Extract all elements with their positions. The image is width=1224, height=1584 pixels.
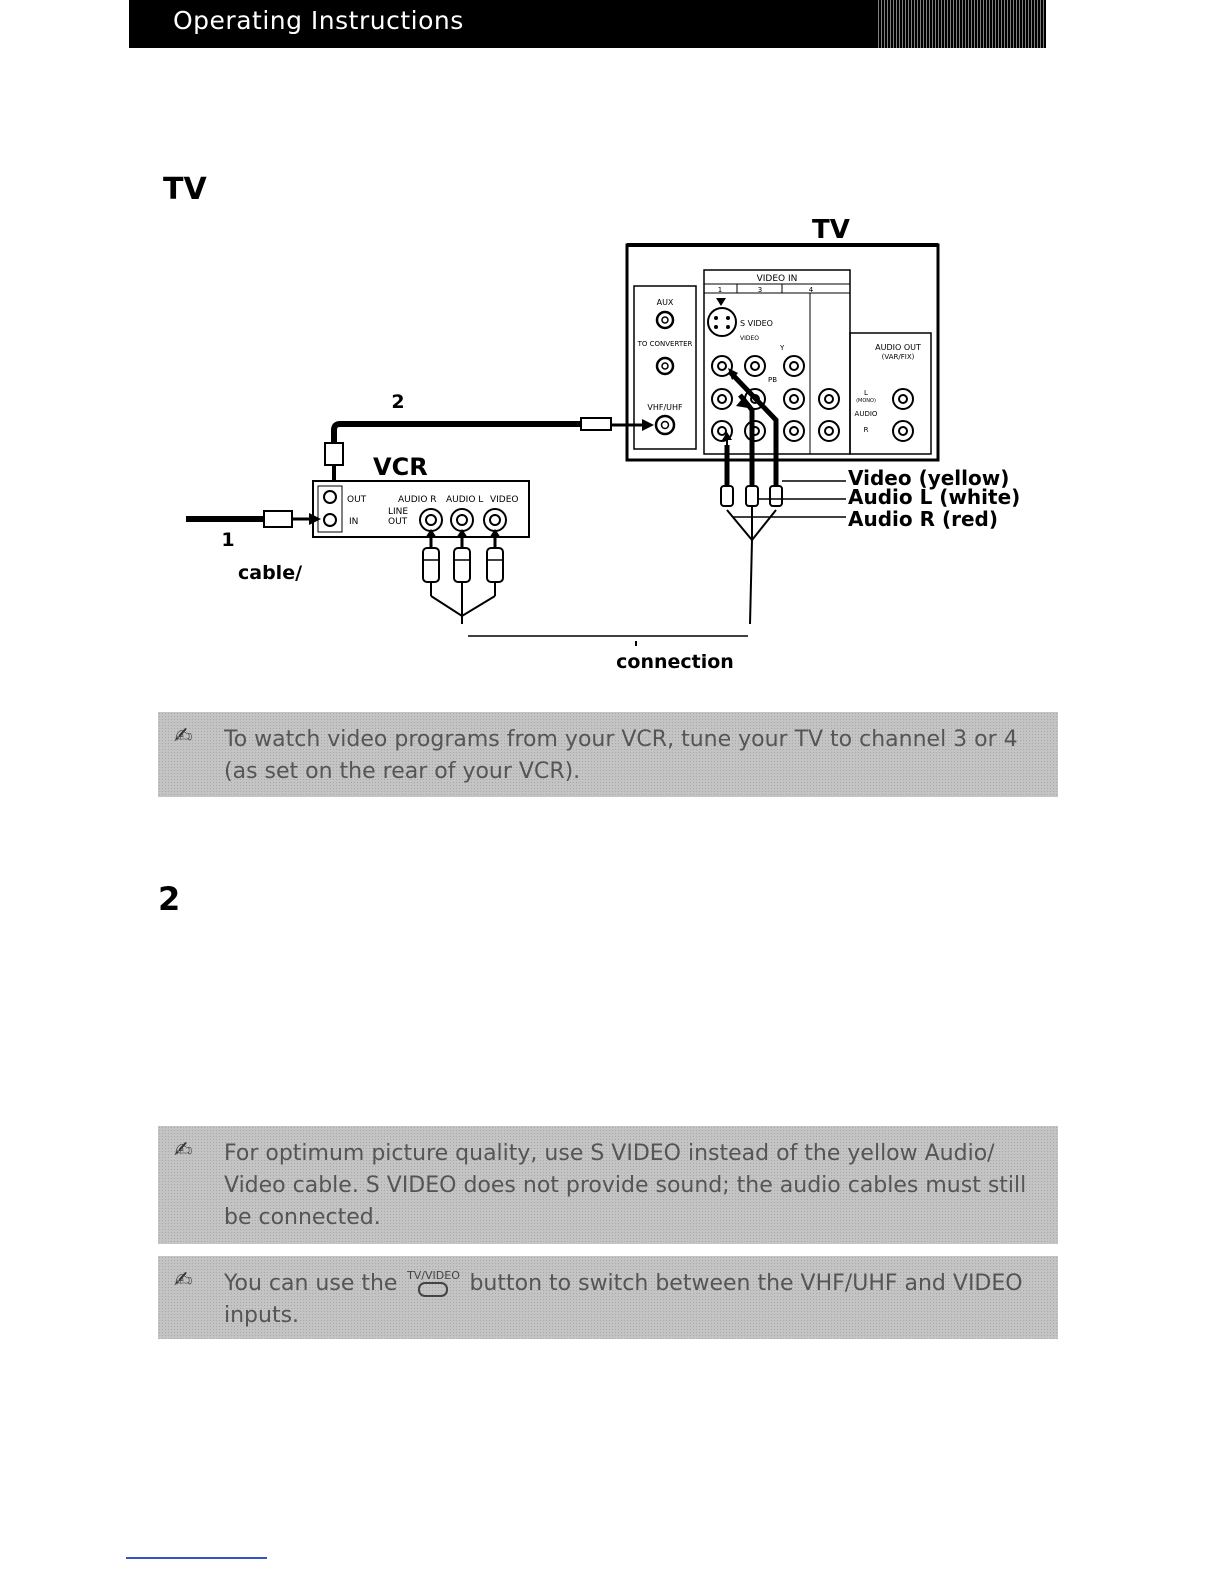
y-label: Y (779, 344, 785, 352)
audio-out-label: AUDIO OUT (875, 343, 921, 352)
tv-video-button-label: TV/VIDEO (407, 1269, 460, 1282)
vcr-video-label: VIDEO (490, 495, 519, 505)
page-header: Operating Instructions (129, 0, 1046, 48)
vhf-uhf-jack (654, 414, 676, 436)
vcr-audio-l-label: AUDIO L (446, 495, 483, 505)
coax-cable-2 (331, 421, 583, 455)
step-label-1: 1 (221, 529, 234, 551)
note-box: ✍ To watch video programs from your VCR,… (158, 712, 1058, 797)
mono-label: (MONO) (856, 398, 876, 404)
vcr-cable-bundle (430, 582, 496, 624)
aux-label: AUX (657, 298, 674, 307)
to-converter-label: TO CONVERTER (637, 340, 693, 348)
coax-plug-vcr (324, 442, 344, 466)
note-text: To watch video programs from your VCR, t… (224, 727, 1018, 784)
connection-diagram: TV AUX TO CONVERTER VHF/UHF VIDEO IN 1 3… (186, 215, 1020, 673)
header-shade (876, 0, 1046, 48)
callout-video-yellow: Video (yellow) (848, 466, 1009, 490)
note-text-before: You can use the (224, 1271, 398, 1296)
vcr-line-out-label: OUT (388, 517, 408, 527)
vcr-side-plugs (422, 529, 504, 583)
audio-r-label: R (864, 426, 869, 434)
connection-label: connection (616, 651, 734, 673)
video-in-number: 3 (758, 286, 762, 294)
tv-video-button-icon: TV/VIDEO (404, 1270, 462, 1297)
vcr-title: VCR (373, 453, 428, 481)
coax-plug-tv (580, 417, 612, 431)
step-label-2: 2 (391, 391, 404, 413)
pencil-note-icon: ✍ (174, 1268, 193, 1293)
vhf-uhf-label: VHF/UHF (647, 403, 683, 412)
note-text: For optimum picture quality, use S VIDEO… (224, 1141, 1027, 1230)
tv-side-plugs (720, 485, 783, 507)
callout-audio-r-red: Audio R (red) (848, 507, 998, 531)
vcr-out-jack (323, 490, 337, 504)
tv-back-panel (625, 243, 940, 462)
note-box: ✍ You can use the TV/VIDEO button to swi… (158, 1256, 1058, 1339)
vcr-in-jack (323, 513, 337, 527)
vcr-audio-r-label: AUDIO R (398, 495, 437, 505)
vcr-rca-jacks (419, 508, 507, 532)
pencil-note-icon: ✍ (174, 724, 193, 749)
section-heading-tv: TV (163, 172, 207, 207)
footer-rule (126, 1557, 267, 1559)
s-video-jack (707, 307, 737, 337)
vcr-in-label: IN (349, 517, 358, 527)
note-text-after: button to switch between the VHF/UHF and… (224, 1271, 1023, 1328)
pencil-note-icon: ✍ (174, 1138, 193, 1163)
vcr-line-label: LINE (388, 507, 408, 517)
aux-jack (655, 310, 675, 330)
vcr-out-label: OUT (347, 495, 367, 505)
tv-title: TV (812, 215, 850, 245)
cable-label: cable/ (238, 562, 302, 584)
note-box: ✍ For optimum picture quality, use S VID… (158, 1126, 1058, 1244)
to-converter-jack (655, 356, 675, 376)
tv-cable-bundle (726, 506, 777, 625)
antenna-column (633, 285, 697, 450)
audio-label: AUDIO (855, 410, 878, 418)
video-in-label: VIDEO IN (757, 274, 798, 284)
av-cable-arrows (722, 368, 748, 440)
s-video-label: S VIDEO (740, 319, 773, 328)
video-in-number: 4 (809, 286, 814, 294)
note-text: You can use the TV/VIDEO button to switc… (224, 1268, 1040, 1332)
section-heading-2: 2 (158, 880, 181, 918)
var-fix-label: (VAR/FIX) (882, 353, 915, 361)
audio-out-jacks (892, 388, 914, 442)
video-in-number: 1 (718, 286, 722, 294)
pb-label: PB (768, 376, 777, 384)
audio-l-label: L (864, 389, 868, 397)
header-title: Operating Instructions (173, 6, 464, 35)
callout-audio-l-white: Audio L (white) (848, 485, 1020, 509)
video-label: VIDEO (740, 335, 759, 342)
audio-out-block (849, 332, 932, 455)
